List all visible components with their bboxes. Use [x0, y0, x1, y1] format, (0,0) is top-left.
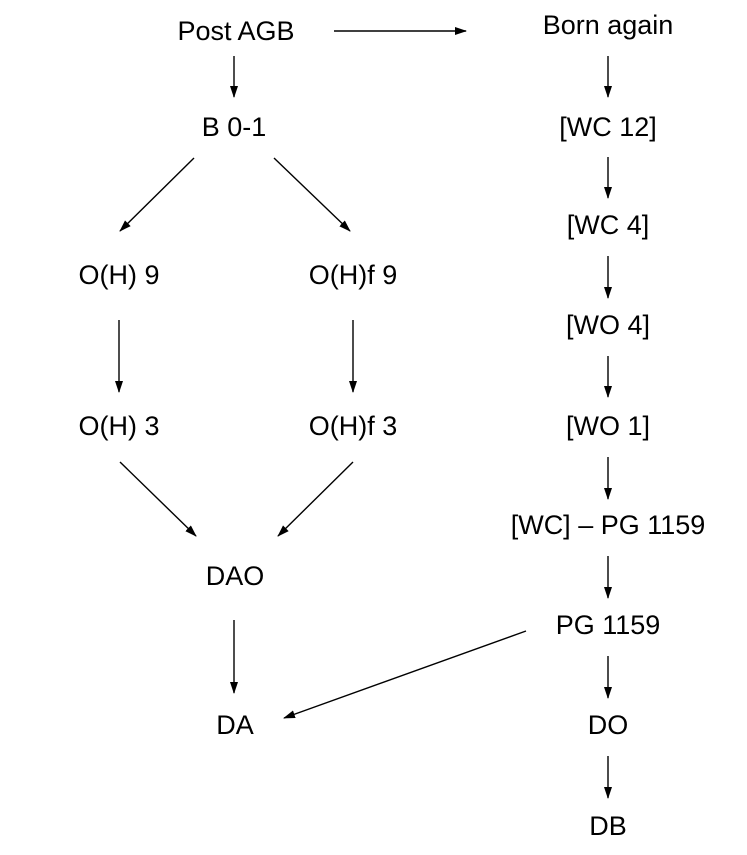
- node-do: DO: [588, 710, 629, 740]
- node-wc4: [WC 4]: [567, 210, 650, 240]
- edges: [115, 27, 612, 799]
- edge-ohf3-to-dao: [277, 461, 354, 537]
- node-da: DA: [216, 710, 254, 740]
- node-wo1: [WO 1]: [566, 411, 650, 441]
- node-ohf3: O(H)f 3: [309, 411, 398, 441]
- node-post-agb: Post AGB: [177, 16, 294, 46]
- node-ohf9: O(H)f 9: [309, 260, 398, 290]
- node-db: DB: [589, 811, 627, 841]
- node-wc-pg1159: [WC] – PG 1159: [511, 510, 706, 540]
- edge-pg1159-to-da: [283, 630, 527, 719]
- node-b01: B 0-1: [202, 112, 267, 142]
- edge-b01-to-oh9: [119, 157, 195, 232]
- node-born-again: Born again: [543, 10, 674, 40]
- edge-b01-to-ohf9: [273, 157, 351, 232]
- node-wc12: [WC 12]: [559, 112, 657, 142]
- nodes: Post AGB B 0-1 O(H) 9 O(H)f 9 O(H) 3 O(H…: [79, 10, 706, 841]
- node-wo4: [WO 4]: [566, 310, 650, 340]
- node-oh3: O(H) 3: [79, 411, 160, 441]
- edge-oh3-to-dao: [119, 461, 197, 537]
- node-dao: DAO: [206, 561, 265, 591]
- node-pg1159: PG 1159: [556, 610, 661, 640]
- node-oh9: O(H) 9: [79, 260, 160, 290]
